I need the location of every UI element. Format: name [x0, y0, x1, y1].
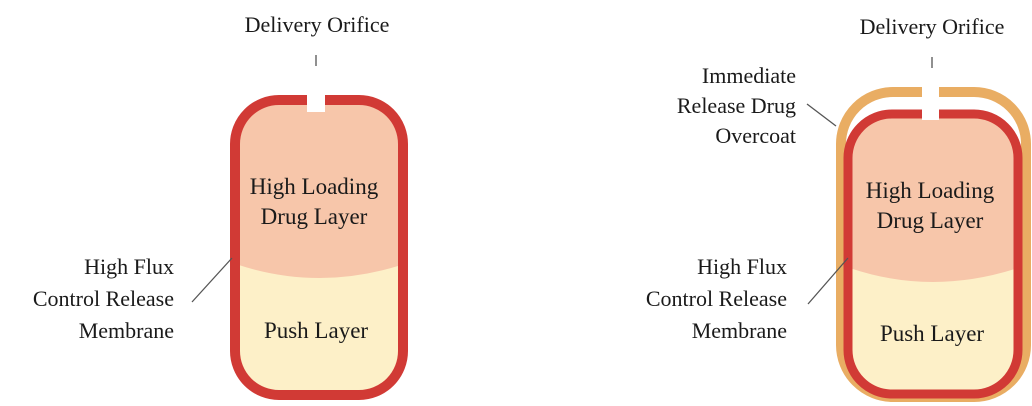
left-membrane-label-1: High Flux	[84, 254, 174, 279]
left-drug-layer-label-2: Drug Layer	[261, 204, 368, 229]
left-membrane-label-3: Membrane	[79, 318, 174, 343]
right-overcoat-label-1: Immediate	[702, 63, 796, 88]
right-drug-layer-label-1: High Loading	[866, 178, 995, 203]
left-membrane-leader	[191, 257, 233, 303]
left-delivery-orifice	[307, 90, 325, 112]
right-tablet-core	[852, 117, 1014, 391]
left-push-layer-label: Push Layer	[264, 318, 368, 343]
left-drug-layer-fill	[238, 104, 400, 278]
right-push-layer-label: Push Layer	[880, 321, 984, 346]
left-membrane-label-2: Control Release	[33, 286, 174, 311]
right-overcoat-label-2: Release Drug	[677, 93, 796, 118]
right-tablet: Delivery Orifice Immediate Release Drug …	[646, 14, 1031, 402]
right-drug-layer-fill	[852, 117, 1014, 282]
right-overcoat-label-3: Overcoat	[715, 123, 796, 148]
right-membrane-label-3: Membrane	[692, 318, 787, 343]
right-drug-layer-label-2: Drug Layer	[877, 208, 984, 233]
right-membrane-leader	[807, 257, 849, 305]
left-drug-layer-label-1: High Loading	[250, 174, 379, 199]
left-tablet-core	[238, 104, 400, 391]
left-orifice-label: Delivery Orifice	[245, 12, 390, 37]
right-orifice-label: Delivery Orifice	[860, 14, 1005, 39]
right-membrane-label-2: Control Release	[646, 286, 787, 311]
right-membrane-label-1: High Flux	[697, 254, 787, 279]
left-tablet: Delivery Orifice High Loading Drug Layer…	[33, 12, 408, 400]
right-overcoat-leader	[806, 103, 837, 127]
right-delivery-orifice	[922, 86, 939, 120]
